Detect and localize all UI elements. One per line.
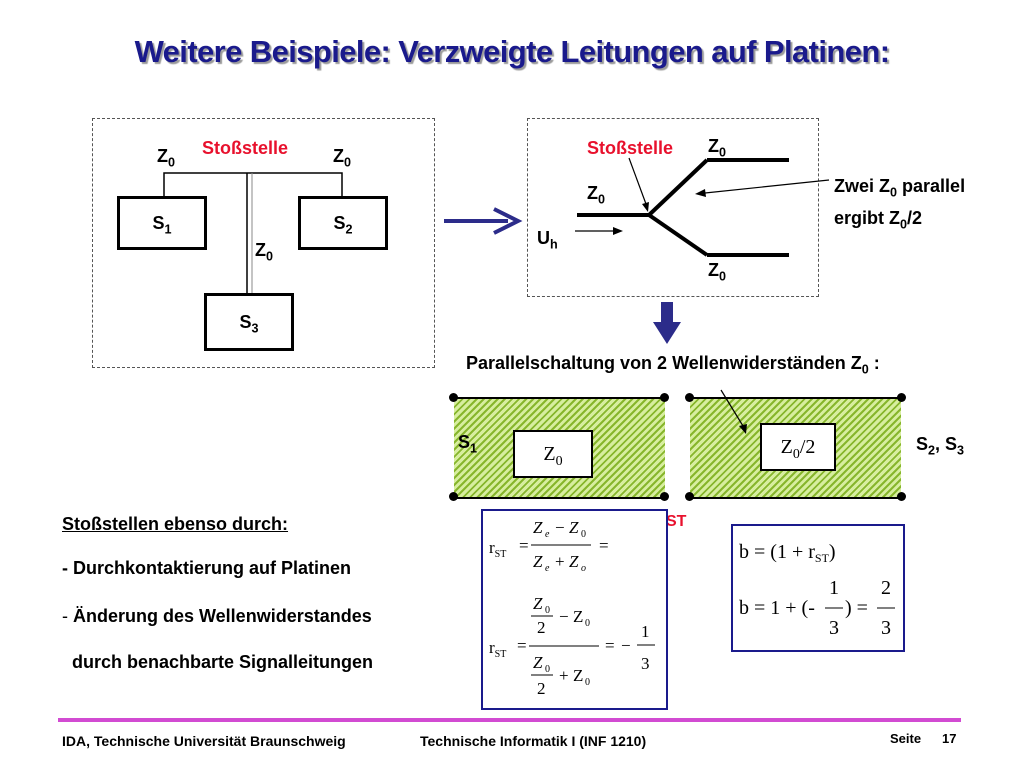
svg-text:−: − [621,636,631,655]
svg-text:o: o [581,563,586,574]
svg-text:b = (1 + rST): b = (1 + rST) [739,541,836,565]
svg-text:Z: Z [533,518,543,537]
terminal-dot [897,393,906,402]
svg-text:rST: rST [489,538,506,560]
svg-text:+: + [555,552,565,571]
svg-text:e: e [545,563,550,574]
footer-institution: IDA, Technische Universität Braunschweig [62,733,346,749]
svg-text:Z: Z [573,607,583,626]
parallel-pointer-arrow [720,389,747,434]
reflection-formula-box [481,509,668,710]
svg-text:Z: Z [533,552,543,571]
s3-box: S3 [204,293,294,351]
terminal-dot [449,492,458,501]
left-stossstelle-label: Stoßstelle [202,138,289,158]
svg-text:0: 0 [545,605,550,616]
s2-s3-label: S2, S3 [916,434,965,458]
terminal-dot [660,492,669,501]
b-formula: b = (1 + rST) b = 1 + (- 1 3 ) = 2 3 [739,541,895,639]
svg-text:3: 3 [829,617,839,639]
footer-page-number: 17 [942,731,957,746]
svg-text:−: − [555,518,565,537]
terminal-dot [685,393,694,402]
z0-impedance-box: Z0 [513,430,593,478]
svg-text:+: + [559,666,569,685]
left-diagram-lines [163,172,343,296]
s2-box: S2 [298,196,388,250]
svg-text:0: 0 [585,677,590,688]
page-title: Weitere Beispiele: Verzweigte Leitungen … [134,34,890,69]
svg-text:0: 0 [545,664,550,675]
svg-text:e: e [545,529,550,540]
right-z0-input: Z0 [587,183,606,207]
svg-text:) =: ) = [845,597,868,619]
left-hatched-line [454,397,665,499]
svg-text:Z: Z [569,518,579,537]
svg-text:0: 0 [585,618,590,629]
svg-text:1: 1 [641,622,650,641]
terminal-dot [685,492,694,501]
left-z0-label-center: Z0 [255,240,274,264]
terminal-dot [897,492,906,501]
svg-text:3: 3 [881,617,891,639]
terminal-dot [660,393,669,402]
svg-text:2: 2 [881,577,891,599]
st-label: ST [666,513,687,530]
terminal-dot [449,393,458,402]
right-arrow-icon [444,207,523,235]
right-z0-top: Z0 [708,136,727,160]
left-diagram-frame [92,118,435,368]
text-item-2: - Änderung des Wellenwiderstandes [62,606,372,626]
uh-label: Uh [537,228,558,252]
footer-divider [58,718,961,722]
text-item-3: durch benachbarte Signalleitungen [72,652,374,672]
parallel-note-line2: ergibt Z0/2 [834,208,923,232]
svg-text:rST: rST [489,638,506,660]
svg-text:2: 2 [537,679,546,698]
left-z0-label-left: Z0 [157,146,176,170]
parallel-note-line1: Zwei Z0 parallel [834,176,966,200]
svg-text:=: = [519,536,529,555]
svg-text:3: 3 [641,654,650,673]
text-heading: Stoßstellen ebenso durch: [62,514,289,534]
footer-course: Technische Informatik I (INF 1210) [420,733,647,749]
svg-text:Z: Z [533,594,543,613]
z0-half-impedance-box: Z0/2 [760,423,836,471]
svg-text:=: = [517,636,527,655]
svg-text:Z: Z [573,666,583,685]
text-item-1: - Durchkontaktierung auf Platinen [62,558,352,578]
right-z0-bottom: Z0 [708,260,727,284]
svg-text:−: − [559,607,569,626]
right-stossstelle-label: Stoßstelle [587,138,674,158]
down-arrow-icon [653,302,681,344]
svg-text:2: 2 [537,618,546,637]
right-diagram-frame [527,118,819,297]
left-z0-label-right: Z0 [333,146,352,170]
svg-text:=: = [605,636,615,655]
svg-text:=: = [599,536,609,555]
b-formula-box [731,524,905,652]
reflection-formula: rST = Z e − Z 0 Z e + Z o = rST = Z 0 2 … [489,518,655,698]
s1-box: S1 [117,196,207,250]
svg-text:0: 0 [581,529,586,540]
right-diagram-lines [575,157,830,257]
footer-seite-label: Seite [890,731,922,746]
svg-text:Z: Z [569,552,579,571]
svg-text:Z: Z [533,653,543,672]
parallel-heading: Parallelschaltung von 2 Wellenwiderständ… [466,353,880,377]
s1-label: S1 [458,432,478,456]
svg-text:b = 1 + (-: b = 1 + (- [739,597,815,619]
svg-text:1: 1 [829,577,839,599]
